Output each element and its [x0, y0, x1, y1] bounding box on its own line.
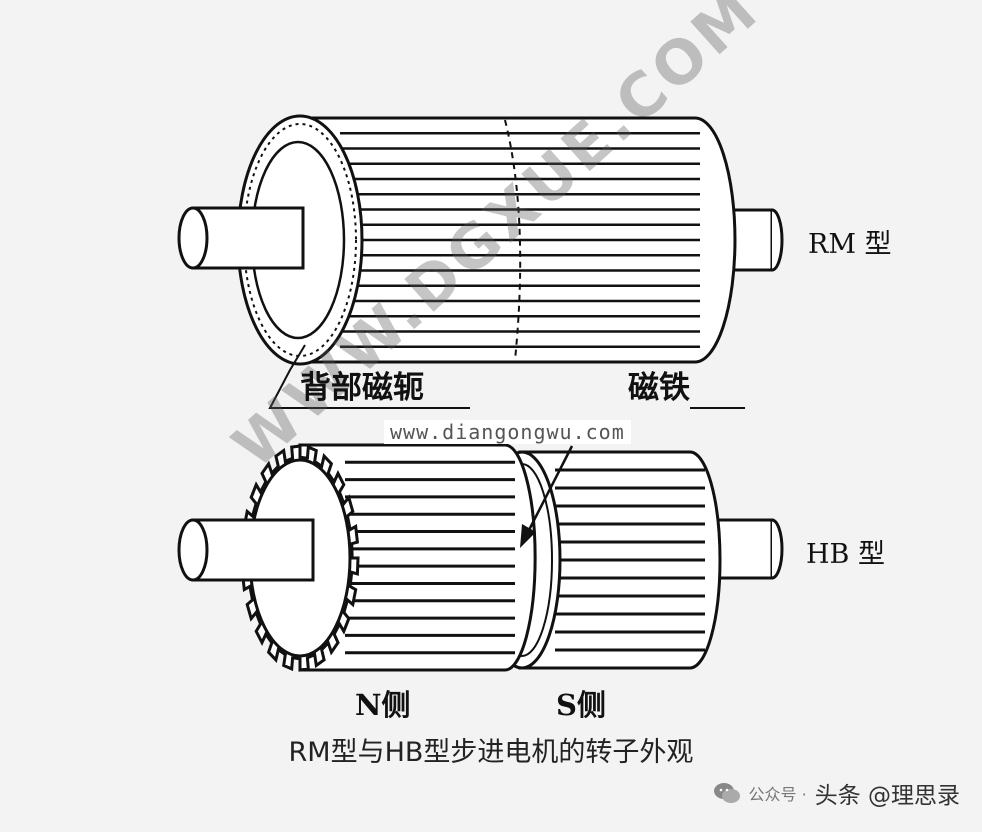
- hb-left-shaft: [191, 518, 315, 582]
- toutiao-label: 头条 @理思录: [814, 783, 960, 809]
- back-yoke-label: 背部磁轭: [300, 370, 424, 406]
- hb-n-body: [298, 443, 537, 672]
- magnet-label: 磁铁: [628, 370, 690, 406]
- back-yoke-leader: [268, 344, 470, 409]
- rm-rotor: [177, 114, 784, 409]
- url-watermark: www.diangongwu.com: [384, 420, 631, 444]
- hb-rotor: [177, 443, 784, 672]
- rm-type-label: RM 型: [808, 229, 892, 260]
- wechat-label: 公众号 ·: [748, 785, 807, 804]
- s-side-label: S侧: [556, 688, 606, 722]
- magnet-arrow: [526, 445, 574, 533]
- n-side-label: N侧: [355, 688, 411, 722]
- rm-back-yoke-ring: [243, 123, 357, 357]
- hb-type-label: HB 型: [806, 539, 885, 570]
- rm-seam: [504, 119, 522, 361]
- figure-caption: RM型与HB型步进电机的转子外观: [288, 737, 694, 768]
- rm-left-shaft: [191, 206, 305, 270]
- wechat-icon: [713, 783, 740, 803]
- source-footer: 公众号 · 头条 @理思录: [713, 776, 960, 810]
